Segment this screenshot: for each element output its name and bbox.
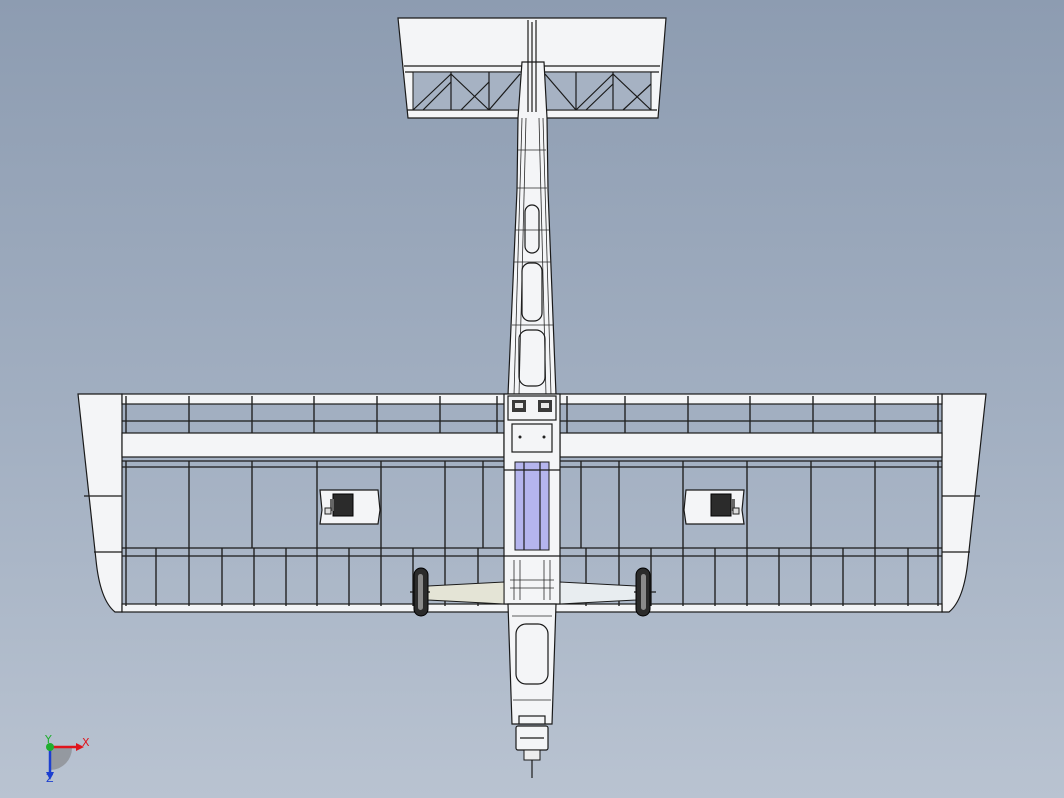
- wheel-icon: [413, 567, 429, 617]
- fuselage-center: [503, 393, 561, 605]
- x-axis-label: X: [82, 736, 90, 749]
- servo-icon: [319, 489, 381, 525]
- servo-bay: [514, 461, 550, 551]
- landing-gear: [410, 581, 656, 605]
- motor-icon: [515, 725, 549, 778]
- wheel-icon: [635, 567, 651, 617]
- fuselage-nose: [507, 603, 557, 725]
- z-axis-label: Z: [46, 772, 54, 785]
- view-triad-icon: X Y Z: [44, 733, 90, 785]
- y-axis-label: Y: [44, 733, 52, 746]
- servo-icon: [683, 489, 745, 525]
